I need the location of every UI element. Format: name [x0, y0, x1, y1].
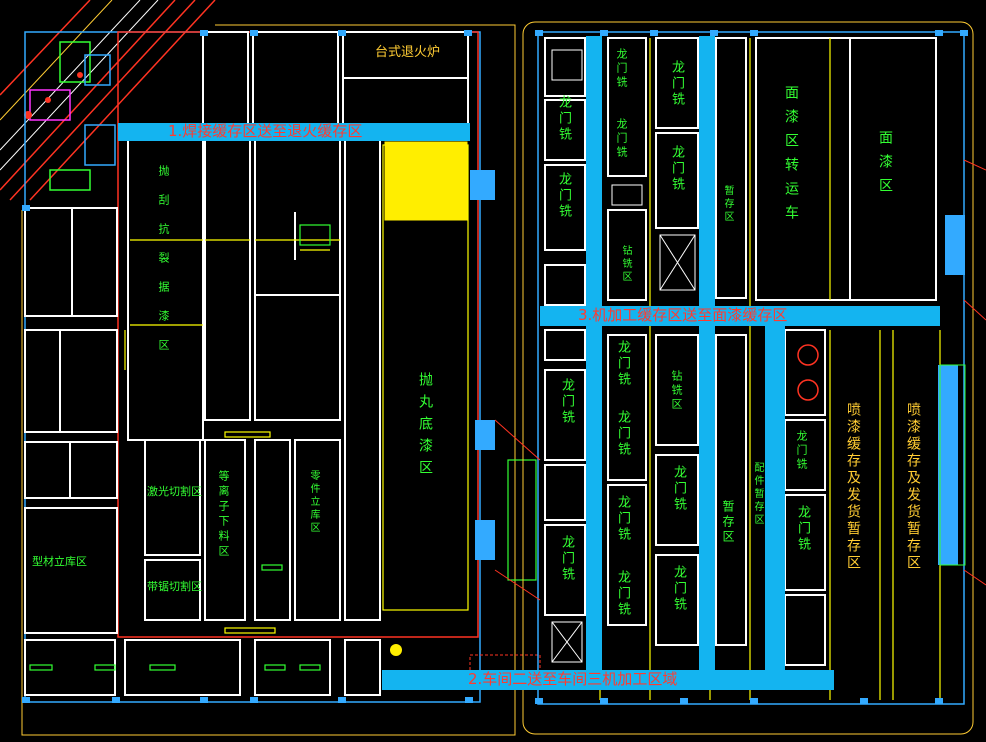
label-laser-cut: 激光切割区	[147, 485, 202, 498]
label-drill-area-2: 钻铣区	[670, 370, 683, 412]
route-bar-3-vert-a	[586, 36, 602, 670]
route-bar-1	[118, 123, 470, 141]
highlight-block	[384, 141, 468, 221]
label-gantry-mill-16: 龙门铣	[795, 505, 810, 553]
label-spray-buffer-2: 喷漆缓存及发货暂存区	[905, 402, 921, 572]
label-shot-blast: 抛丸底漆区	[417, 372, 433, 482]
route-bar-2	[382, 670, 834, 690]
label-gantry-mill-11: 龙门铣	[615, 495, 630, 543]
label-gantry-mill-7: 龙门铣	[559, 378, 574, 426]
route-bar-3-vert-b	[699, 36, 715, 670]
label-gantry-mill-3: 龙门铣	[615, 48, 628, 90]
label-storage-area-1: 暂存区	[722, 185, 733, 224]
road-structures	[24, 41, 116, 191]
label-storage-area-2: 暂存区	[721, 500, 735, 545]
route-bar-3	[540, 306, 940, 326]
label-gantry-mill-13: 龙门铣	[671, 465, 686, 513]
label-gantry-mill-1: 龙门铣	[556, 95, 571, 143]
label-gantry-mill-2: 龙门铣	[556, 172, 571, 220]
label-gantry-mill-15: 龙门铣	[795, 430, 808, 472]
label-topcoat-area: 面漆区	[877, 130, 893, 202]
label-band-saw: 带锯切割区	[147, 580, 202, 593]
label-polish-crack: 抛刮抗裂据漆区	[157, 165, 170, 368]
label-parts-storage: 零件立库区	[308, 470, 319, 535]
route-bars	[118, 36, 940, 690]
label-gantry-mill-8: 龙门铣	[559, 535, 574, 583]
route-label-1: 1.焊接缓存区送至退火缓存区	[168, 122, 363, 140]
label-gantry-mill-4: 龙门铣	[615, 118, 628, 160]
left-building	[21, 24, 541, 736]
label-gantry-mill-5: 龙门铣	[669, 60, 684, 108]
label-gantry-mill-9: 龙门铣	[615, 340, 630, 388]
route-bar-3-vert-c	[765, 326, 785, 676]
label-parts-buffer: 配件暂存区	[752, 462, 763, 527]
label-gantry-mill-6: 龙门铣	[669, 145, 684, 193]
label-spray-buffer-1: 喷漆缓存及发货暂存区	[845, 402, 861, 572]
label-gantry-mill-10: 龙门铣	[615, 410, 630, 458]
route-label-2: 2.车间二送至车间三机加工区域	[468, 670, 678, 688]
label-plasma-cut: 等离子下料区	[217, 470, 230, 560]
label-topcoat-transfer: 面漆区转运车	[783, 85, 799, 229]
label-drill-area-1: 钻铣区	[620, 245, 631, 284]
label-annealing-furnace: 台式退火炉	[375, 45, 441, 60]
label-material-storage: 型材立库区	[32, 555, 87, 568]
label-gantry-mill-14: 龙门铣	[671, 565, 686, 613]
label-gantry-mill-12: 龙门铣	[615, 570, 630, 618]
route-label-3: 3.机加工缓存区送至面漆缓存区	[578, 306, 788, 324]
